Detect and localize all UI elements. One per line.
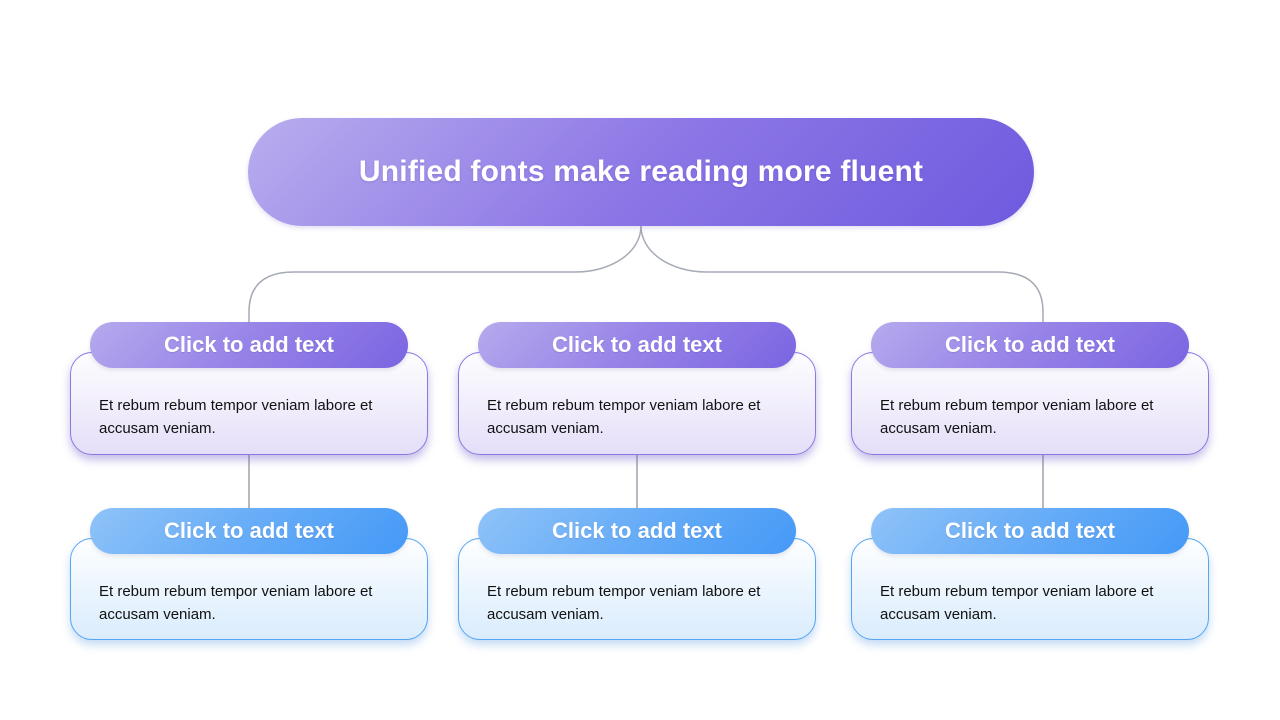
- card-top-right: Et rebum rebum tempor veniam labore et a…: [851, 322, 1209, 455]
- card-header-label: Click to add text: [945, 518, 1115, 543]
- main-topic-pill[interactable]: Unified fonts make reading more fluent: [248, 118, 1034, 226]
- card-header-label: Click to add text: [552, 518, 722, 543]
- card-header-label: Click to add text: [552, 332, 722, 357]
- main-topic-title: Unified fonts make reading more fluent: [358, 155, 924, 188]
- card-body[interactable]: Et rebum rebum tempor veniam labore et a…: [851, 352, 1209, 455]
- card-body-text: Et rebum rebum tempor veniam labore et a…: [487, 583, 761, 623]
- card-body[interactable]: Et rebum rebum tempor veniam labore et a…: [458, 352, 816, 455]
- card-body[interactable]: Et rebum rebum tempor veniam labore et a…: [851, 538, 1209, 640]
- card-header-pill[interactable]: Click to add text: [478, 322, 796, 368]
- card-top-left: Et rebum rebum tempor veniam labore et a…: [70, 322, 428, 455]
- card-body-text: Et rebum rebum tempor veniam labore et a…: [99, 583, 373, 623]
- card-bottom-middle: Et rebum rebum tempor veniam labore et a…: [458, 508, 816, 640]
- card-header-pill[interactable]: Click to add text: [871, 508, 1189, 554]
- card-header-label: Click to add text: [164, 518, 334, 543]
- card-header-label: Click to add text: [164, 332, 334, 357]
- card-body-text: Et rebum rebum tempor veniam labore et a…: [880, 583, 1154, 623]
- card-header-pill[interactable]: Click to add text: [90, 508, 408, 554]
- card-bottom-left: Et rebum rebum tempor veniam labore et a…: [70, 508, 428, 640]
- card-header-label: Click to add text: [945, 332, 1115, 357]
- card-header-pill[interactable]: Click to add text: [478, 508, 796, 554]
- card-top-middle: Et rebum rebum tempor veniam labore et a…: [458, 322, 816, 455]
- card-body-text: Et rebum rebum tempor veniam labore et a…: [487, 397, 761, 437]
- card-body-text: Et rebum rebum tempor veniam labore et a…: [99, 397, 373, 437]
- card-body-text: Et rebum rebum tempor veniam labore et a…: [880, 397, 1154, 437]
- card-header-pill[interactable]: Click to add text: [90, 322, 408, 368]
- card-bottom-right: Et rebum rebum tempor veniam labore et a…: [851, 508, 1209, 640]
- card-header-pill[interactable]: Click to add text: [871, 322, 1189, 368]
- card-body[interactable]: Et rebum rebum tempor veniam labore et a…: [70, 352, 428, 455]
- top-brace-connector: [248, 225, 1044, 332]
